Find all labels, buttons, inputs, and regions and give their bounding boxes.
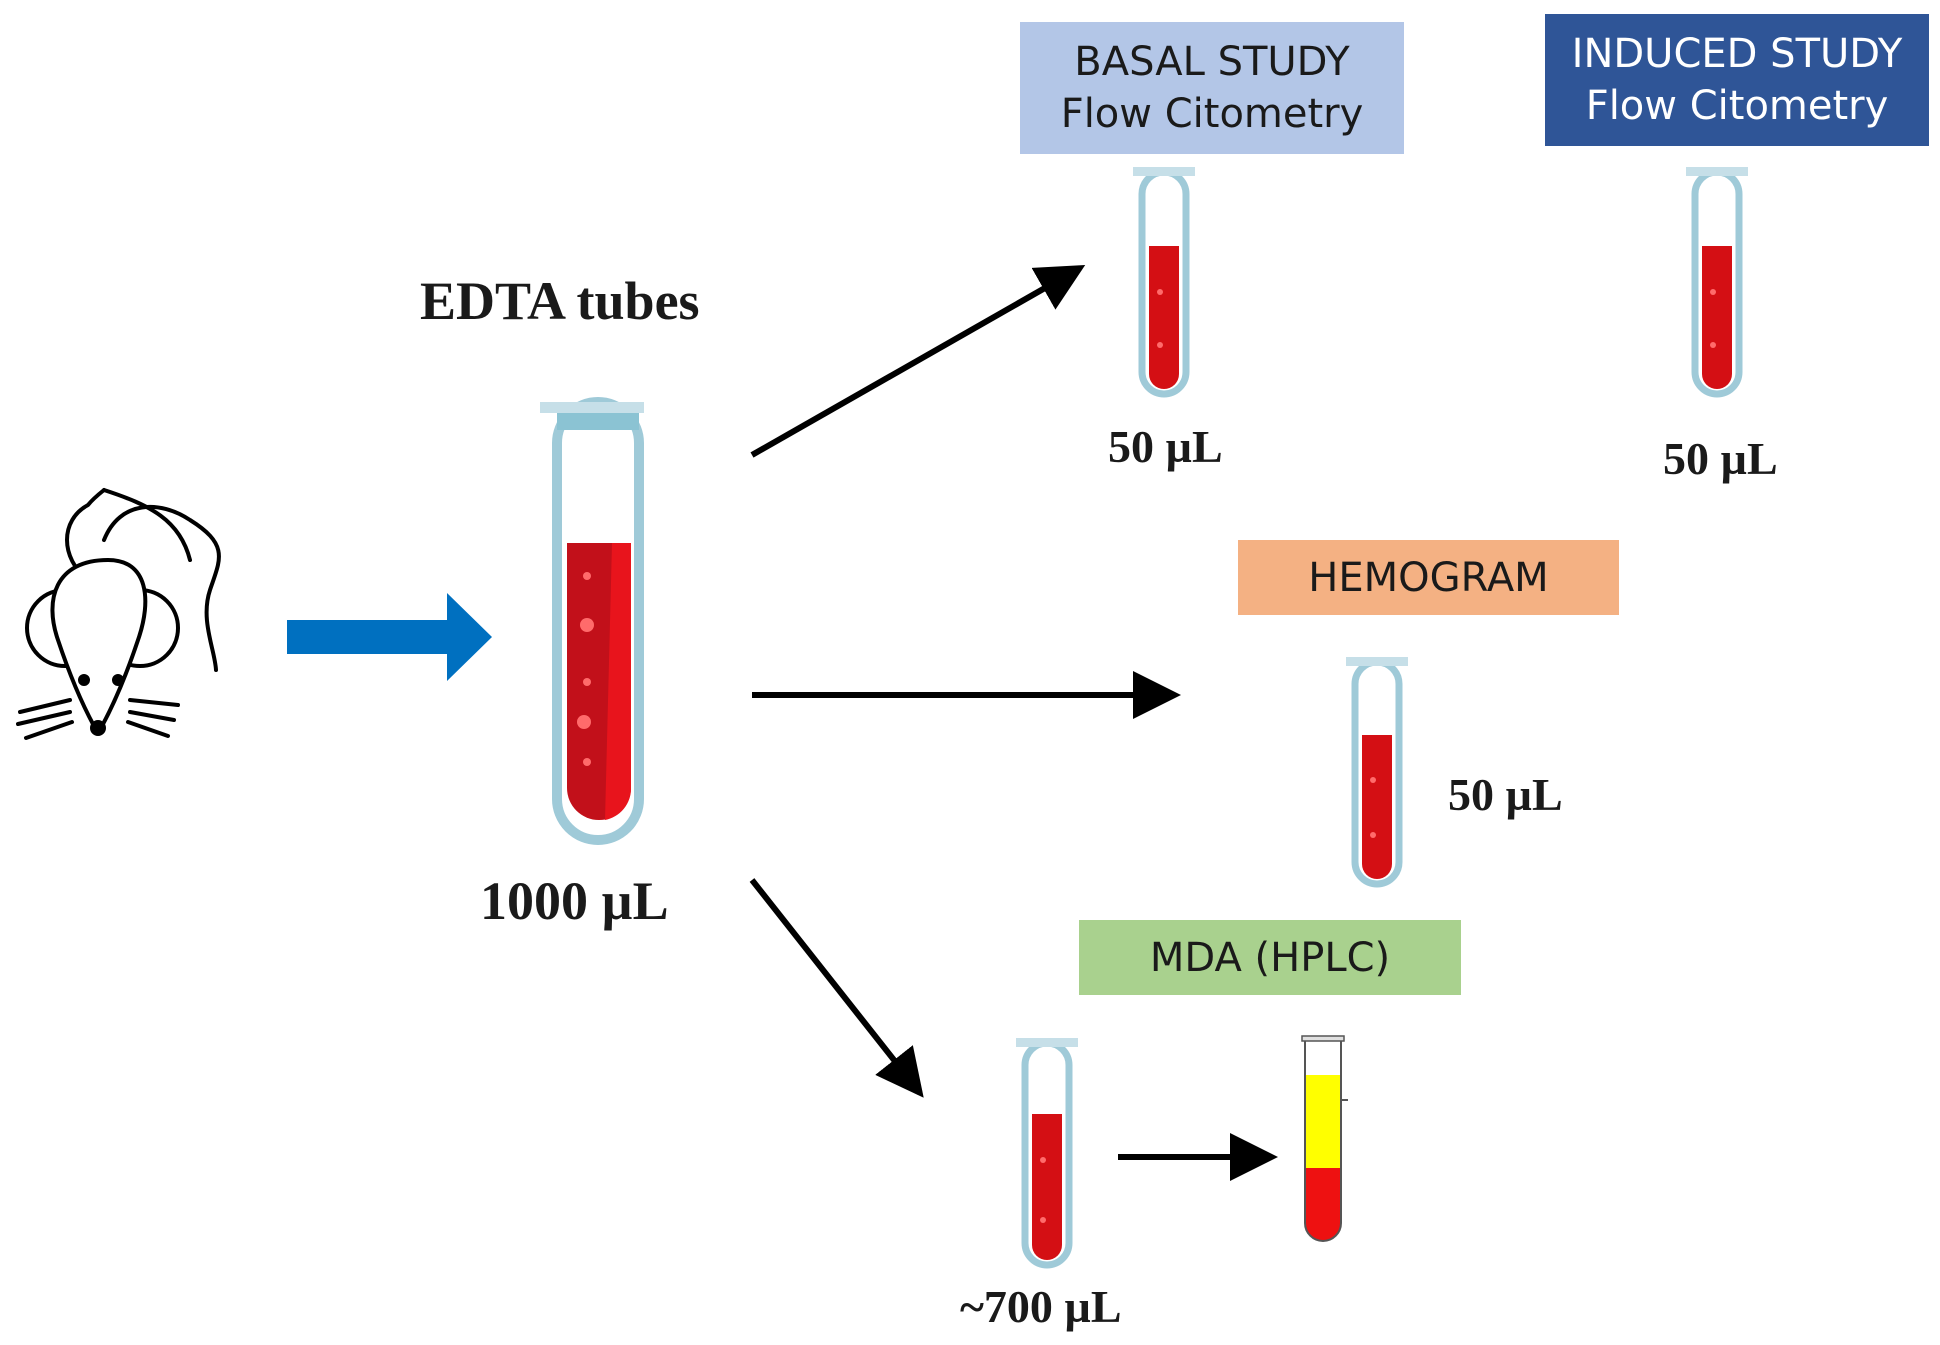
basal-study-title: BASAL STUDY	[1074, 39, 1350, 85]
centrifuged-tube	[1301, 1035, 1348, 1242]
basal-study-tube	[1133, 167, 1195, 398]
main-edta-tube	[540, 397, 644, 845]
basal-study-method: Flow Citometry	[1060, 91, 1364, 137]
hemogram-box: HEMOGRAM	[1238, 540, 1619, 615]
induced-volume-label: 50 µL	[1663, 433, 1778, 484]
induced-study-method: Flow Citometry	[1585, 83, 1889, 129]
basal-volume-label: 50 µL	[1108, 421, 1223, 472]
hemogram-volume-label: 50 µL	[1448, 769, 1563, 820]
induced-study-tube	[1686, 167, 1748, 398]
mda-box: MDA (HPLC)	[1079, 920, 1461, 995]
edta-tubes-label: EDTA tubes	[420, 271, 700, 331]
induced-study-box: INDUCED STUDY Flow Citometry	[1545, 14, 1929, 146]
mda-blood-tube	[1016, 1038, 1078, 1269]
mouse-icon	[16, 488, 221, 740]
mda-title: MDA (HPLC)	[1149, 934, 1391, 981]
induced-study-title: INDUCED STUDY	[1571, 31, 1903, 77]
sampling-arrow	[287, 593, 492, 681]
hemogram-tube	[1346, 657, 1408, 888]
distribution-arrows	[749, 265, 1278, 1181]
mda-volume-label: ~700 µL	[960, 1281, 1122, 1332]
hemogram-title: HEMOGRAM	[1308, 554, 1549, 601]
main-volume-label: 1000 µL	[480, 871, 669, 931]
basal-study-box: BASAL STUDY Flow Citometry	[1020, 22, 1404, 154]
